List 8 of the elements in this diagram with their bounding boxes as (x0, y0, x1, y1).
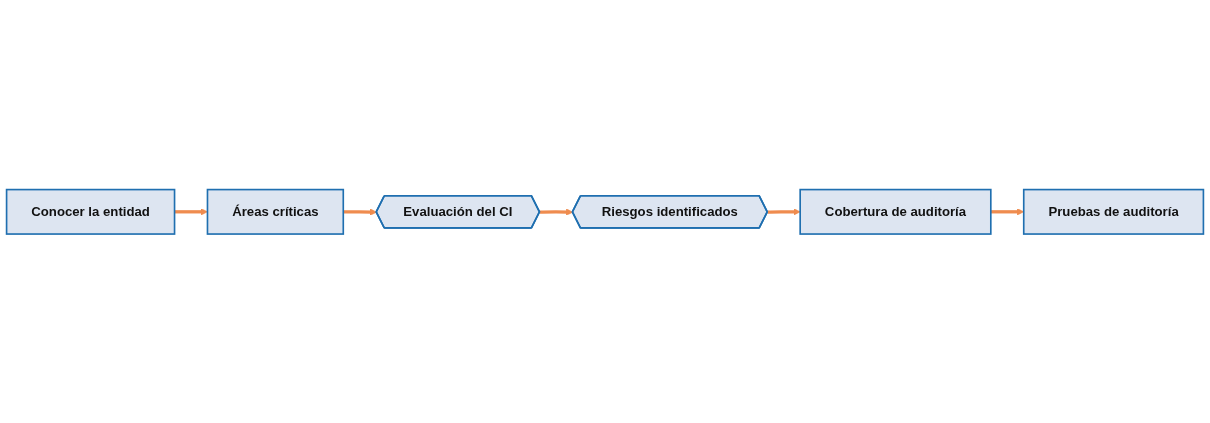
arrow (767, 207, 801, 216)
arrow (174, 207, 208, 216)
arrow (539, 208, 574, 216)
node-box: Conocer la entidad (5, 188, 176, 235)
node-box: Cobertura de auditoría (799, 188, 992, 235)
node-box: Pruebas de auditoría (1022, 188, 1205, 235)
node-box: Áreas críticas (206, 188, 345, 235)
arrow (343, 208, 377, 216)
